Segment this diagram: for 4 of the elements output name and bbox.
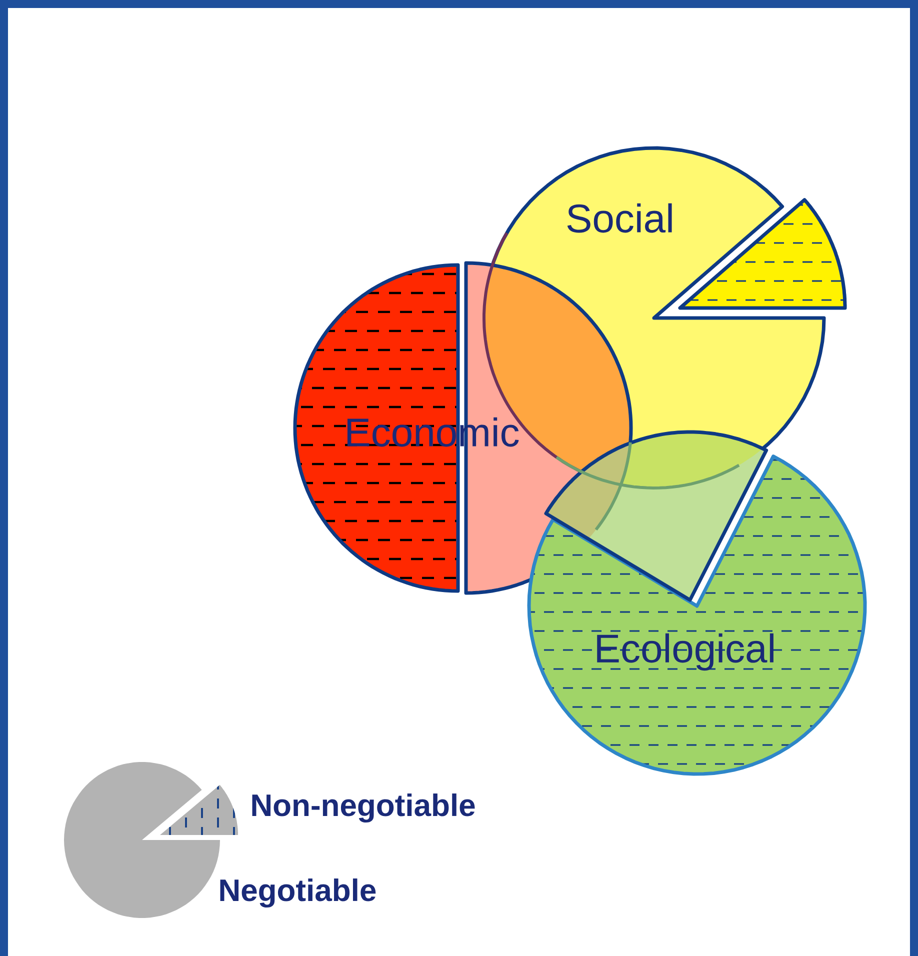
legend-label: Non-negotiable (252, 793, 475, 823)
pie-chart: Ecological (527, 430, 867, 776)
legend-label: Negotiable (220, 878, 376, 908)
node-label: Ecological (597, 633, 774, 671)
